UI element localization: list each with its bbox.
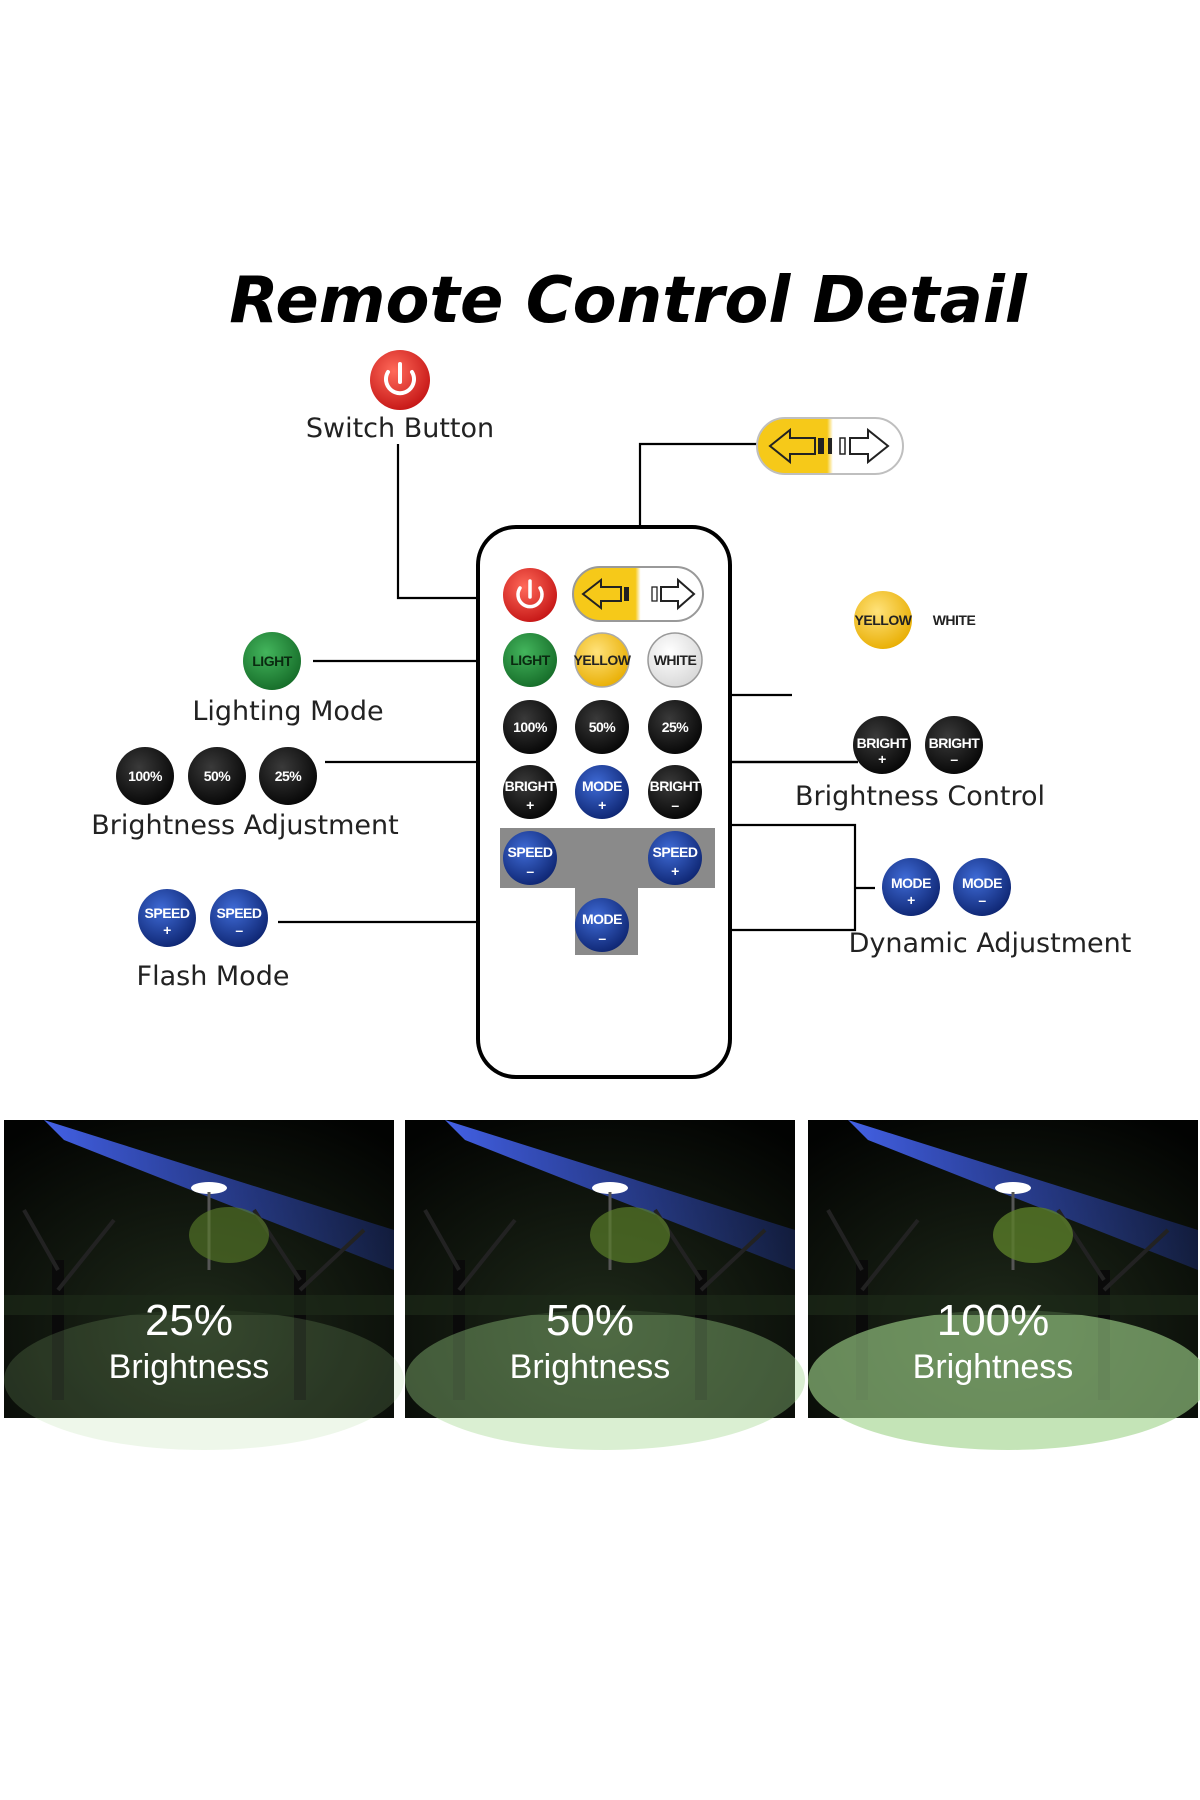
svg-text:YELLOW: YELLOW [855, 612, 913, 628]
photo-brightness-value: 25% [145, 1296, 233, 1345]
remote-white-button[interactable]: WHITE [647, 632, 703, 688]
svg-text:25%: 25% [275, 768, 303, 784]
svg-text:BRIGHT: BRIGHT [857, 735, 909, 751]
svg-text:100%: 100% [513, 719, 548, 735]
photo-brightness-value: 50% [546, 1296, 634, 1345]
svg-text:SPEED: SPEED [653, 844, 698, 860]
svg-text:BRIGHT: BRIGHT [929, 735, 981, 751]
remote-50-percent-button[interactable]: 50% [575, 700, 629, 754]
photo-panel: 100%Brightness [808, 1120, 1200, 1450]
remote-100-percent-button[interactable]: 100% [503, 700, 557, 754]
color-temperature-arrow-icon [756, 417, 904, 475]
brightness-control-label: Brightness Control [795, 781, 1045, 812]
brightness-adjustment-label: Brightness Adjustment [91, 810, 398, 841]
svg-text:YELLOW: YELLOW [574, 652, 632, 668]
photo-panel: 50%Brightness [405, 1120, 805, 1450]
remote-bright-minus-button[interactable]: BRIGHT – [648, 765, 702, 819]
lighting-mode-label: Lighting Mode [192, 696, 383, 727]
svg-text:MODE: MODE [582, 778, 622, 794]
brightness-control-icons: BRIGHT + BRIGHT – [853, 716, 983, 774]
remote-color-temperature-button[interactable] [572, 566, 704, 622]
svg-text:+: + [907, 892, 915, 908]
remote-mode-minus-button[interactable]: MODE – [575, 898, 629, 952]
svg-text:50%: 50% [589, 719, 617, 735]
switch-button-label: Switch Button [306, 413, 494, 444]
remote-yellow-button[interactable]: YELLOW [574, 632, 632, 688]
svg-text:+: + [598, 797, 606, 813]
photo-brightness-caption: Brightness [510, 1348, 671, 1386]
svg-text:–: – [671, 797, 679, 813]
svg-text:+: + [526, 797, 534, 813]
brightness-adjustment-icons: 100% 50% 25% [116, 747, 317, 805]
flash-mode-label: Flash Mode [137, 961, 290, 992]
svg-text:WHITE: WHITE [933, 612, 976, 628]
svg-text:100%: 100% [128, 768, 163, 784]
remote-light-button[interactable]: LIGHT [503, 633, 557, 687]
remote-speed-minus-button[interactable]: SPEED – [503, 831, 557, 885]
svg-text:–: – [978, 892, 986, 908]
svg-text:–: – [598, 930, 606, 946]
svg-text:25%: 25% [662, 719, 690, 735]
svg-text:MODE: MODE [891, 875, 931, 891]
photo-brightness-caption: Brightness [913, 1348, 1074, 1386]
remote-bright-plus-button[interactable]: BRIGHT + [503, 765, 557, 819]
svg-text:BRIGHT: BRIGHT [650, 778, 702, 794]
dynamic-adjustment-icons: MODE + MODE – [882, 858, 1011, 916]
svg-text:BRIGHT: BRIGHT [505, 778, 557, 794]
remote-speed-plus-button[interactable]: SPEED + [648, 831, 702, 885]
svg-text:+: + [163, 922, 171, 938]
remote-power-button[interactable] [503, 568, 557, 622]
svg-text:+: + [878, 751, 886, 767]
svg-text:50%: 50% [204, 768, 232, 784]
photo-panel: 25%Brightness [4, 1120, 404, 1450]
svg-text:MODE: MODE [962, 875, 1002, 891]
svg-text:–: – [526, 863, 534, 879]
switch-button-icon [370, 350, 430, 410]
svg-text:LIGHT: LIGHT [252, 653, 292, 669]
remote-mode-plus-button[interactable]: MODE + [575, 765, 629, 819]
dynamic-adjustment-label: Dynamic Adjustment [849, 928, 1132, 959]
page-title: Remote Control Detail [229, 264, 1028, 338]
svg-text:SPEED: SPEED [508, 844, 553, 860]
remote-25-percent-button[interactable]: 25% [648, 700, 702, 754]
svg-text:MODE: MODE [582, 911, 622, 927]
svg-text:–: – [235, 922, 243, 938]
svg-text:SPEED: SPEED [217, 905, 262, 921]
photo-brightness-caption: Brightness [109, 1348, 270, 1386]
svg-text:LIGHT: LIGHT [510, 652, 550, 668]
lighting-mode-icon: LIGHT [243, 632, 301, 690]
photo-brightness-value: 100% [937, 1296, 1050, 1345]
yellow-white-icons: YELLOW WHITE [854, 591, 983, 649]
svg-text:SPEED: SPEED [145, 905, 190, 921]
svg-text:+: + [671, 863, 679, 879]
flash-mode-icons: SPEED + SPEED – [138, 889, 268, 947]
svg-text:–: – [950, 751, 958, 767]
svg-text:WHITE: WHITE [654, 652, 697, 668]
